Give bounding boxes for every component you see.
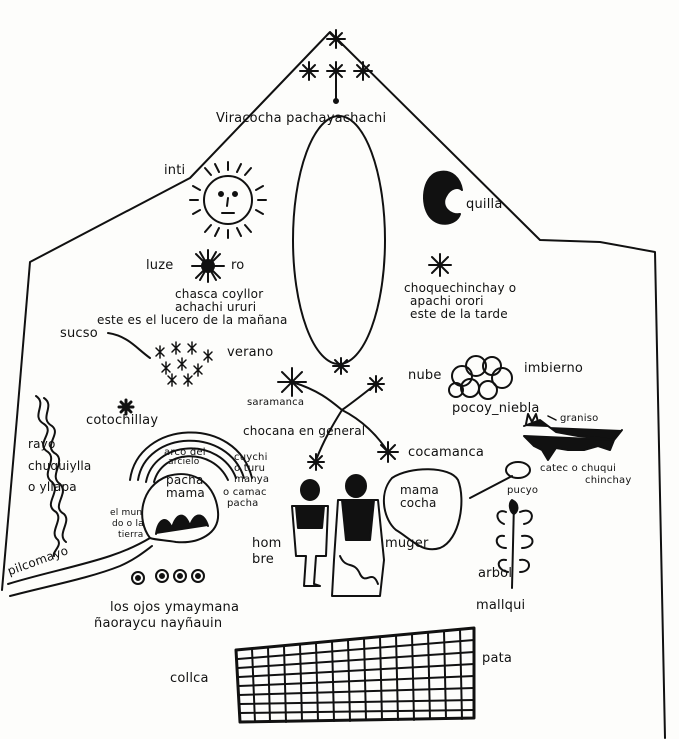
- chasca-line-2: achachi ururi: [175, 300, 257, 314]
- ojos-line-1: los ojos ymaymana: [110, 600, 240, 615]
- verano-label: verano: [227, 345, 274, 360]
- moon-icon: [423, 170, 463, 225]
- catec-line-2: chinchay: [585, 475, 632, 486]
- ro-label: ro: [231, 258, 245, 273]
- star-icon: [332, 357, 350, 375]
- choque-line-3: este de la tarde: [410, 307, 508, 321]
- cloud-icon: [448, 355, 513, 400]
- saramanca-label: saramanca: [247, 397, 305, 408]
- sucso-label: sucso: [60, 326, 98, 341]
- river-line: [9, 545, 153, 597]
- earth-mound-teeth: [155, 514, 209, 535]
- rayo-line-2: chuquiylla: [28, 459, 92, 473]
- pocoy-label: pocoy_niebla: [452, 401, 540, 416]
- muger-label: muger: [385, 536, 429, 551]
- mamacocha-line-2: cocha: [400, 496, 437, 510]
- ocamac-line-1: o camac: [223, 487, 267, 498]
- rayo-line-3: o yllapa: [28, 480, 77, 494]
- cotochillay-label: cotochillay: [86, 413, 159, 428]
- star-icon: [428, 253, 452, 277]
- mamacocha-line-1: mama: [400, 483, 439, 497]
- stars-icon: [155, 341, 213, 387]
- eyes-icon: [131, 569, 205, 585]
- mundo-line-3: tierra: [118, 530, 144, 540]
- nube-label: nube: [408, 368, 442, 383]
- earth-mound-icon: [141, 473, 220, 544]
- choque-line-2: apachi orori: [410, 294, 484, 308]
- rayo-line-1: rayo: [28, 437, 56, 451]
- star-icon: [367, 375, 385, 393]
- arbol-label: arbol: [478, 566, 513, 581]
- pacha-line-1: pacha: [166, 473, 204, 487]
- star-icon: [377, 441, 399, 463]
- pucyo-label: pucyo: [507, 485, 539, 496]
- star-icon: [191, 249, 225, 283]
- hombre-line-2: bre: [252, 552, 274, 567]
- pacha-line-2: mama: [166, 486, 205, 500]
- house-outline: [1, 31, 666, 739]
- cocamanca-label: cocamanca: [408, 445, 484, 460]
- inti-label: inti: [164, 163, 186, 178]
- catec-line-1: catec o chuqui: [540, 463, 617, 474]
- sucso-line: [107, 332, 151, 359]
- lake-icon: [382, 461, 531, 551]
- collca-label: collca: [170, 671, 209, 686]
- granizo-label: graniso: [560, 413, 599, 424]
- cat-icon: [523, 413, 623, 461]
- chocana-label: chocana en general: [243, 424, 366, 438]
- grid-icon: [234, 626, 476, 724]
- chasca-line-3: este es el lucero de la mañana: [97, 313, 288, 327]
- sun-face-icon: [189, 161, 267, 239]
- quilla-label: quilla: [466, 197, 503, 212]
- pata-label: pata: [482, 651, 513, 666]
- woman-icon: [331, 474, 385, 597]
- mallqui-label: mallqui: [476, 598, 526, 613]
- mundo-line-1: el mun: [110, 508, 143, 518]
- cuychi-line-1: cuychi: [234, 452, 268, 463]
- viracocha-label: Viracocha pachayachachi: [216, 111, 387, 126]
- choque-line-1: choquechinchay o: [404, 281, 517, 295]
- hail-lines: [547, 415, 557, 421]
- cuychi-line-2: o turu: [234, 463, 266, 474]
- river-line: [7, 537, 151, 585]
- stars-icon: [299, 29, 373, 104]
- lightning-icon: [43, 397, 68, 543]
- luze-label: luze: [146, 258, 174, 273]
- star-icon: [117, 398, 135, 416]
- chocana-lines: [291, 381, 389, 461]
- cuychi-line-3: manya: [234, 474, 270, 485]
- man-icon: [291, 479, 329, 587]
- arco-line-2: arcielo: [168, 457, 200, 467]
- egg-oval-icon: [292, 115, 386, 365]
- arco-line-1: arco del: [164, 447, 206, 458]
- mundo-line-2: do o la: [112, 519, 144, 529]
- lightning-icon: [35, 395, 60, 557]
- imbierno-label: imbierno: [524, 361, 584, 376]
- rainbow-icon: [129, 431, 253, 483]
- hombre-line-1: hom: [252, 536, 282, 551]
- tree-icon: [495, 499, 534, 589]
- star-icon: [307, 453, 325, 471]
- ojos-line-2: ñaoraycu nayñauin: [94, 616, 223, 631]
- ocamac-line-2: pacha: [227, 498, 259, 509]
- chasca-line-1: chasca coyllor: [175, 287, 264, 301]
